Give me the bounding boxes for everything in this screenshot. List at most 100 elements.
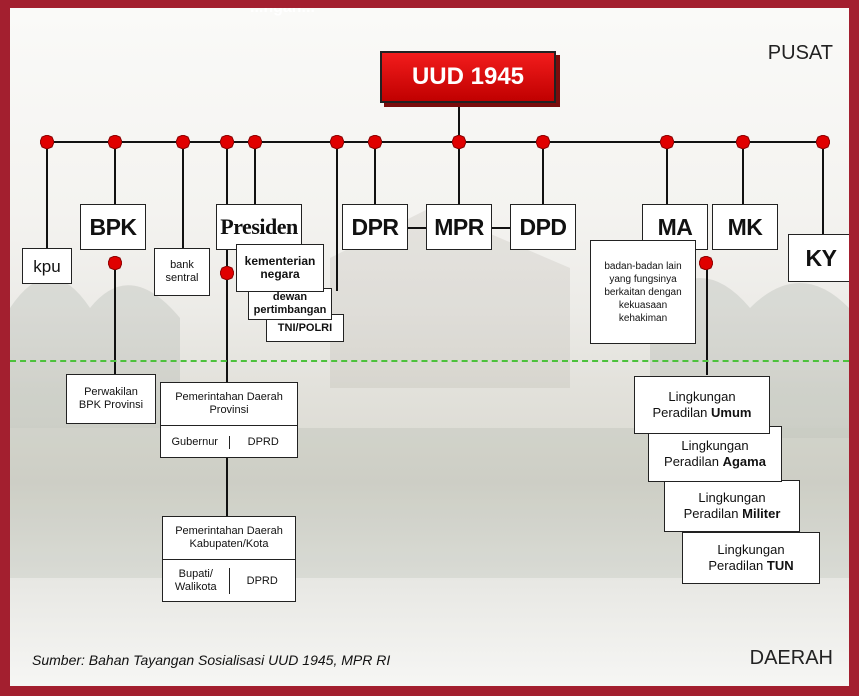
ma-note-box: badan-badan lain yang fungsinya berkaita… (590, 240, 696, 344)
kpu-box: kpu (22, 248, 72, 284)
bpk-label: BPK (89, 213, 137, 240)
connector-ma (666, 141, 668, 205)
lingkungan-label: Lingkungan (668, 389, 736, 404)
pemkab-header: Pemerintahan Daerah Kabupaten/Kota (163, 517, 295, 560)
sentral-label: sentral (165, 272, 199, 284)
peradilan-label: Peradilan (683, 506, 739, 521)
ma-note-line: kekuasaan (618, 299, 668, 311)
bank-sentral-box: bank sentral (154, 248, 210, 296)
peradilan-label: Peradilan (708, 558, 764, 573)
dpr-label: DPR (351, 213, 399, 240)
presiden-label: Presiden (220, 214, 298, 239)
court-militer-name: Militer (742, 506, 781, 521)
pemprov-box: Pemerintahan Daerah Provinsi Gubernur DP… (160, 382, 298, 458)
bank-label: bank (170, 259, 194, 271)
source-caption: Sumber: Bahan Tayangan Sosialisasi UUD 1… (32, 652, 391, 668)
connector-mpr-dpd (490, 227, 510, 229)
court-militer-box: Lingkungan Peradilan Militer (664, 480, 800, 532)
connector-presiden (254, 141, 256, 206)
uud-1945-box: UUD 1945 (380, 51, 556, 103)
ky-label: KY (805, 244, 837, 271)
bpk-box: BPK (80, 204, 146, 250)
mpr-label: MPR (434, 213, 484, 240)
pemprov-title: Pemerintahan Daerah (175, 391, 283, 403)
node-pres-left (220, 135, 234, 149)
connector-bpk (114, 141, 116, 205)
lingkungan-label: Lingkungan (681, 438, 749, 453)
court-tun-name: TUN (766, 558, 794, 573)
dprd-kabupaten-cell: DPRD (246, 574, 278, 587)
connector-bus (46, 141, 824, 143)
court-tun-box: Lingkungan Peradilan TUN (682, 532, 820, 584)
presiden-box: Presiden (216, 204, 302, 250)
connector-dpr-mpr (406, 227, 426, 229)
node-ky (816, 135, 830, 149)
node-bpk-down (108, 256, 122, 270)
dpd-box: DPD (510, 204, 576, 250)
kpu-label: kpu (33, 256, 61, 276)
diagram-canvas: ...ngan... UUD 1945 PUSAT kpu BPK bank s… (10, 8, 849, 686)
header-partial: ...ngan... (250, 8, 490, 16)
court-agama-line: Peradilan Agama (664, 454, 766, 470)
pemprov-header: Pemerintahan Daerah Provinsi (161, 383, 297, 426)
bupati-label: Bupati/ (178, 568, 213, 580)
pemkab-row: Bupati/ Walikota DPRD (163, 560, 295, 602)
pusat-daerah-divider (10, 360, 849, 362)
pemprov-row: Gubernur DPRD (161, 426, 297, 458)
court-umum-line: Peradilan Umum (652, 405, 751, 421)
court-tun-line: Peradilan TUN (708, 558, 793, 574)
dewan-box: dewan pertimbangan (248, 288, 332, 320)
connector-pemkab (226, 456, 228, 518)
node-presiden-down (220, 266, 234, 280)
background-scene (10, 208, 849, 578)
kementerian-label: kementerian (244, 254, 316, 268)
peradilan-label: Peradilan (664, 454, 719, 469)
bupati-cell: Bupati/ Walikota (163, 568, 230, 594)
dewan-label: dewan (272, 291, 308, 303)
court-agama-name: Agama (722, 454, 766, 469)
mk-box: MK (712, 204, 778, 250)
node-dpr (368, 135, 382, 149)
provinsi-label: Provinsi (209, 404, 249, 416)
pemkab-title: Pemerintahan Daerah (175, 525, 283, 537)
court-umum-box: Lingkungan Peradilan Umum (634, 376, 770, 434)
connector-mk (742, 141, 744, 205)
connector-ky (822, 141, 824, 235)
court-agama-box: Lingkungan Peradilan Agama (648, 426, 782, 482)
daerah-label: DAERAH (749, 647, 833, 669)
node-tni (330, 135, 344, 149)
node-bank (176, 135, 190, 149)
mpr-box: MPR (426, 204, 492, 250)
pusat-label: PUSAT (767, 42, 833, 64)
peradilan-label: Peradilan (652, 405, 708, 420)
node-mk-down (699, 256, 713, 270)
negara-label: negara (260, 267, 300, 281)
connector-dpr (374, 141, 376, 205)
perwakilan-label: Perwakilan (84, 386, 138, 398)
connector-mpr (458, 141, 460, 205)
ma-note-line: badan-badan lain (604, 260, 682, 272)
connector-courts (706, 263, 708, 375)
dpr-box: DPR (342, 204, 408, 250)
node-bpk (108, 135, 122, 149)
node-mk (736, 135, 750, 149)
kementerian-box: kementerian negara (236, 244, 324, 292)
ma-label: MA (657, 213, 693, 240)
connector-bank (182, 141, 184, 248)
ma-note-line: kehakiman (618, 312, 668, 324)
court-umum-name: Umum (711, 405, 752, 420)
gubernur-cell: Gubernur (161, 435, 230, 449)
lingkungan-label: Lingkungan (717, 542, 785, 557)
kabupaten-kota-label: Kabupaten/Kota (189, 538, 269, 550)
court-militer-line: Peradilan Militer (684, 506, 781, 522)
ma-note-line: berkaitan dengan (604, 286, 682, 298)
walikota-label: Walikota (174, 581, 217, 593)
node-ma (660, 135, 674, 149)
bpk-provinsi-label: BPK Provinsi (78, 399, 144, 411)
connector-title (458, 103, 460, 143)
dprd-provinsi-cell: DPRD (247, 435, 279, 448)
connector-tni (336, 141, 338, 291)
node-kpu (40, 135, 54, 149)
dpd-label: DPD (519, 213, 567, 240)
connector-pres-left (226, 141, 228, 206)
